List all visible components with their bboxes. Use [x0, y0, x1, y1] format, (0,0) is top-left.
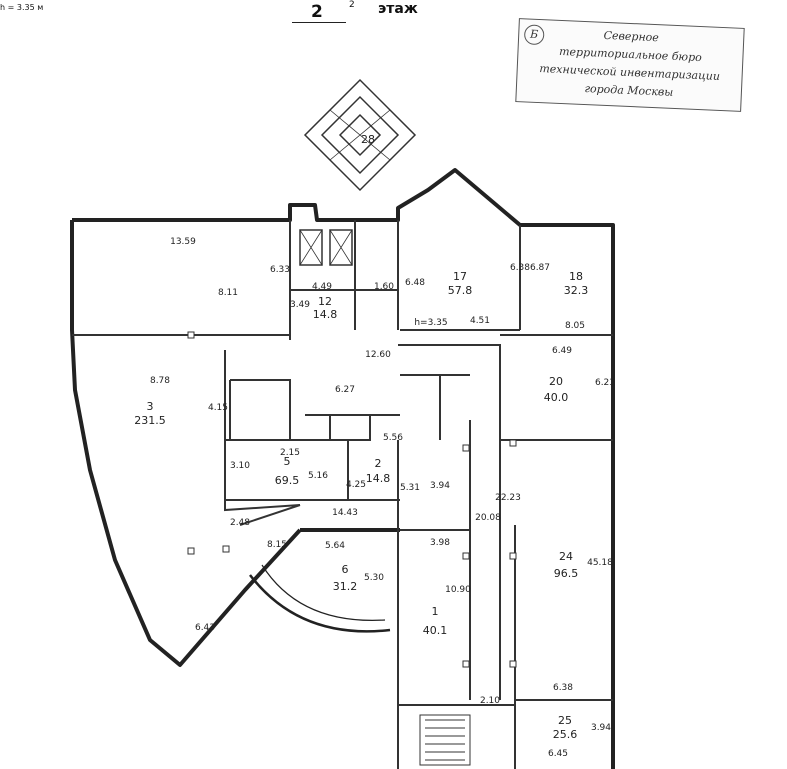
dim-label: 6.23: [595, 378, 615, 388]
room-number: 5: [284, 455, 291, 468]
floor-number: 2: [311, 2, 323, 22]
room-area: 40.1: [423, 624, 448, 637]
dim-label: 5.64: [325, 541, 345, 551]
room-area: 231.5: [134, 414, 166, 427]
dim-label: 8.05: [565, 321, 585, 331]
dim-label: 2.10: [480, 696, 500, 706]
room-area: 32.3: [564, 284, 589, 297]
dim-label: 8.78: [150, 376, 170, 386]
room-area: 25.6: [553, 728, 578, 741]
dim-label: 4.49: [312, 282, 332, 292]
room-area: 14.8: [313, 308, 338, 321]
room-number: 2: [375, 457, 382, 470]
dim-label: 6.43: [195, 623, 215, 633]
room-number: 18: [569, 270, 583, 283]
dim-label: 5.56: [383, 433, 403, 443]
dim-label: 6.48: [405, 278, 425, 288]
room-area: 40.0: [544, 391, 569, 404]
dim-label: 13.59: [170, 237, 196, 247]
room-number: 24: [559, 550, 573, 563]
dim-label: 1.60: [374, 282, 394, 292]
dim-label: 5.31: [400, 483, 420, 493]
dim-label: 6.38: [510, 263, 530, 273]
dim-label: 8.15: [267, 540, 287, 550]
room-number: 28: [361, 133, 375, 146]
room-number: 1: [432, 605, 439, 618]
dim-label: 6.27: [335, 385, 355, 395]
room-number: 3: [147, 400, 154, 413]
columns: [187, 331, 517, 668]
dim-label: 5.16: [308, 471, 328, 481]
dim-label: 6.49: [552, 346, 572, 356]
room-area: 31.2: [333, 580, 358, 593]
dim-label: 6.33: [270, 265, 290, 275]
dim-label: 20.08: [475, 513, 501, 523]
room-labels: 3 231.5 5 69.5 6 31.2 1 40.1 12 14.8 17 …: [134, 133, 588, 741]
outer-walls: [70, 168, 615, 769]
dim-label: 3.10: [230, 461, 250, 471]
dim-label: 2.15: [280, 448, 300, 458]
dim-label: 2.48: [230, 518, 250, 528]
dim-label: 22.23: [495, 493, 521, 503]
floor-label: этаж: [378, 1, 418, 17]
elevator-shafts: [299, 229, 353, 266]
room-area: 57.8: [448, 284, 473, 297]
room-number: 17: [453, 270, 467, 283]
curved-wall: [249, 564, 391, 633]
dim-label: 12.60: [365, 350, 391, 360]
dim-label: 6.87: [530, 263, 550, 273]
dim-label: 14.43: [332, 508, 358, 518]
room-number: 25: [558, 714, 572, 727]
dim-label: 6.45: [548, 749, 568, 759]
dim-label: 45.18: [587, 558, 613, 568]
room-number: 6: [342, 563, 349, 576]
inner-walls: [72, 220, 613, 769]
stair-block-south: [419, 714, 471, 766]
dim-label: 4.51: [470, 316, 490, 326]
room-area: 14.8: [366, 472, 391, 485]
dim-label: 4.15: [208, 403, 228, 413]
dim-label: 3.94: [430, 481, 450, 491]
dim-label: 5.30: [364, 573, 384, 583]
dim-label: 4.25: [346, 480, 366, 490]
dimension-labels: 13.59 8.11 6.33 8.78 4.15 2.15 5.16 3.10…: [150, 237, 615, 759]
dim-label: 3.94: [591, 723, 611, 733]
dim-label: 10.90: [445, 585, 471, 595]
floor-number-superscript: 2: [349, 0, 355, 10]
dim-label: 8.11: [218, 288, 238, 298]
dim-label: h=3.35: [414, 318, 447, 328]
room-number: 12: [318, 295, 332, 308]
dim-label: 6.38: [553, 683, 573, 693]
room-area: 96.5: [554, 567, 579, 580]
ceiling-height-note: h = 3.35 м: [0, 3, 44, 12]
room-number: 20: [549, 375, 563, 388]
dim-label: 3.98: [430, 538, 450, 548]
dim-label: 3.49: [290, 300, 310, 310]
stair-block-north: [303, 78, 417, 192]
room-area: 69.5: [275, 474, 300, 487]
floor-underline: [292, 22, 346, 23]
